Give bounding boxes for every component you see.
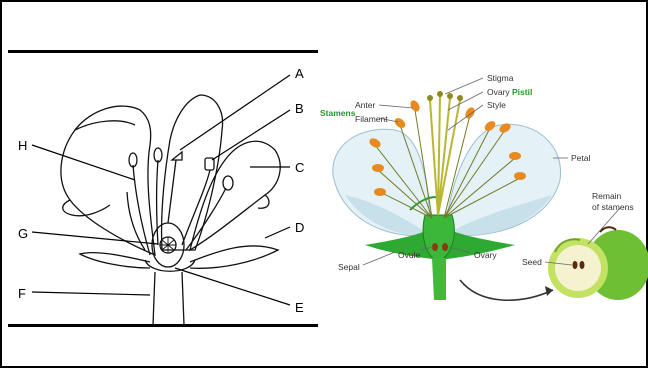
label-stamens: Stamens [320, 108, 356, 118]
label-e: E [295, 300, 304, 315]
receptacle [145, 260, 195, 271]
label-c: C [295, 160, 304, 175]
label-ovary-top: Ovary [487, 87, 510, 97]
label-stigma: Stigma [487, 73, 514, 83]
development-arrow [460, 280, 553, 300]
petal-left [61, 106, 155, 255]
label-pistil: Pistil [512, 87, 532, 97]
label-sepal: Sepal [338, 262, 360, 272]
label-ovule: Ovule [398, 250, 420, 260]
label-ovary: Ovary [474, 250, 497, 260]
label-f: F [18, 286, 26, 301]
stem [153, 272, 184, 325]
petal-right-fold [258, 195, 269, 208]
petal-center [162, 95, 223, 250]
label-g: G [18, 226, 28, 241]
label-anter: Anter [355, 100, 375, 110]
stigma [172, 152, 182, 160]
label-style: Style [487, 100, 506, 110]
label-petal: Petal [571, 153, 590, 163]
label-d: D [295, 220, 304, 235]
sepal-left [80, 253, 150, 268]
flower-color-diagram [333, 78, 648, 300]
label-filament: Filament [355, 114, 388, 124]
label-remain-2: of stamens [592, 202, 634, 212]
label-b: B [295, 101, 304, 116]
label-seed: Seed [522, 257, 542, 267]
label-a: A [295, 66, 304, 81]
label-h: H [18, 138, 27, 153]
stem-color [432, 258, 446, 300]
label-remain-1: Remain [592, 191, 622, 201]
style [168, 160, 176, 223]
sepal-right [190, 246, 278, 268]
flower-line-drawing [61, 95, 280, 325]
